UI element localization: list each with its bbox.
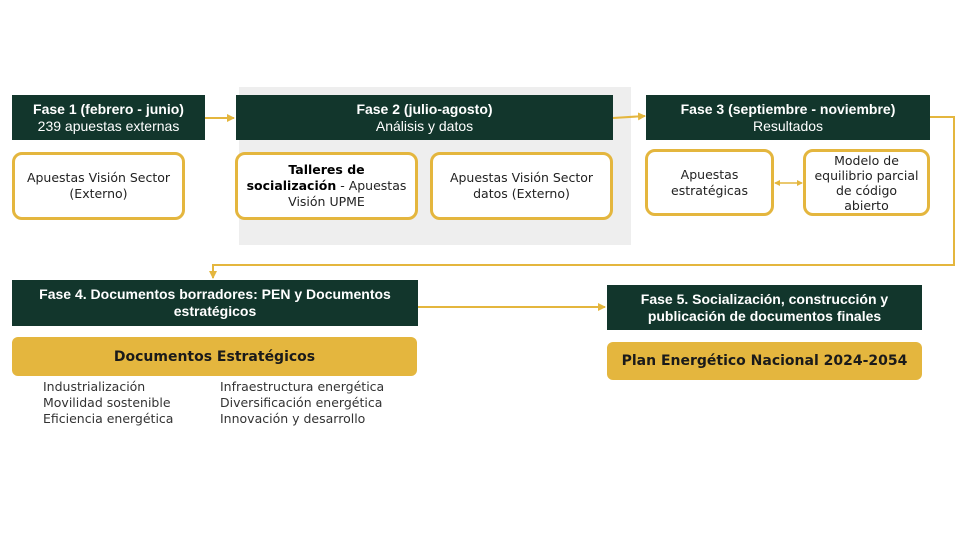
phase2-card-text: Apuestas Visión Sector datos (Externo) xyxy=(449,170,594,201)
arrow-phase2-to-phase3 xyxy=(612,112,646,121)
phase1-card-apuestas-vision-sector: Apuestas Visión Sector (Externo) xyxy=(12,152,185,220)
phase2-title: Fase 2 (julio-agosto) xyxy=(356,100,493,117)
doc-item: Infraestructura energética xyxy=(220,379,385,394)
doc-item: Eficiencia energética xyxy=(43,411,174,426)
phase1-card-text: Apuestas Visión Sector (Externo) xyxy=(26,170,171,201)
phase5-header: Fase 5. Socialización, construcción y pu… xyxy=(607,285,922,330)
phase2-card-talleres-text: - Apuestas Visión UPME xyxy=(288,178,407,209)
phase1-header: Fase 1 (febrero - junio) 239 apuestas ex… xyxy=(12,95,205,140)
phase1-title: Fase 1 (febrero - junio) xyxy=(33,100,184,117)
phase3-header: Fase 3 (septiembre - noviembre) Resultad… xyxy=(646,95,930,140)
phase4-banner-text: Documentos Estratégicos xyxy=(113,348,316,365)
doc-item: Innovación y desarrollo xyxy=(220,411,366,426)
phase5-title: Fase 5. Socialización, construcción y pu… xyxy=(640,290,889,324)
doc-item: Movilidad sostenible xyxy=(43,395,171,410)
phase2-card-talleres-bold: Talleres de socialización xyxy=(246,162,365,193)
phase3-card-modelo-equilibrio: Modelo de equilibrio parcial de código a… xyxy=(803,149,930,216)
phase3-subtitle: Resultados xyxy=(752,117,824,134)
phase3-card-text: Modelo de equilibrio parcial de código a… xyxy=(814,152,919,213)
phase2-card-talleres-content: Talleres de socialización - Apuestas Vis… xyxy=(244,162,409,210)
phase4-header: Fase 4. Documentos borradores: PEN y Doc… xyxy=(12,280,418,326)
phase2-subtitle: Análisis y datos xyxy=(375,117,474,134)
phase2-card-apuestas-sector-datos: Apuestas Visión Sector datos (Externo) xyxy=(430,152,613,220)
phase2-card-talleres: Talleres de socialización - Apuestas Vis… xyxy=(235,152,418,220)
phase1-subtitle: 239 apuestas externas xyxy=(37,117,180,134)
doc-item: Diversificación energética xyxy=(220,395,383,410)
phase3-card-apuestas-estrategicas: Apuestas estratégicas xyxy=(645,149,774,216)
doc-item: Industrialización xyxy=(43,379,146,394)
phase5-banner-plan-energetico: Plan Energético Nacional 2024-2054 xyxy=(607,342,922,380)
phase4-docs-left: Industrialización Movilidad sostenible E… xyxy=(43,379,173,427)
arrow-phase3-to-phase4 xyxy=(209,116,955,279)
phase3-card-text: Apuestas estratégicas xyxy=(671,166,748,198)
phase4-banner-documentos-estrategicos: Documentos Estratégicos xyxy=(12,337,417,376)
phase5-banner-text: Plan Energético Nacional 2024-2054 xyxy=(621,353,908,369)
phase4-docs-right: Infraestructura energética Diversificaci… xyxy=(220,379,384,427)
phase3-title: Fase 3 (septiembre - noviembre) xyxy=(680,100,896,117)
phase4-title: Fase 4. Documentos borradores: PEN y Doc… xyxy=(39,286,391,319)
phase2-header: Fase 2 (julio-agosto) Análisis y datos xyxy=(236,95,613,140)
